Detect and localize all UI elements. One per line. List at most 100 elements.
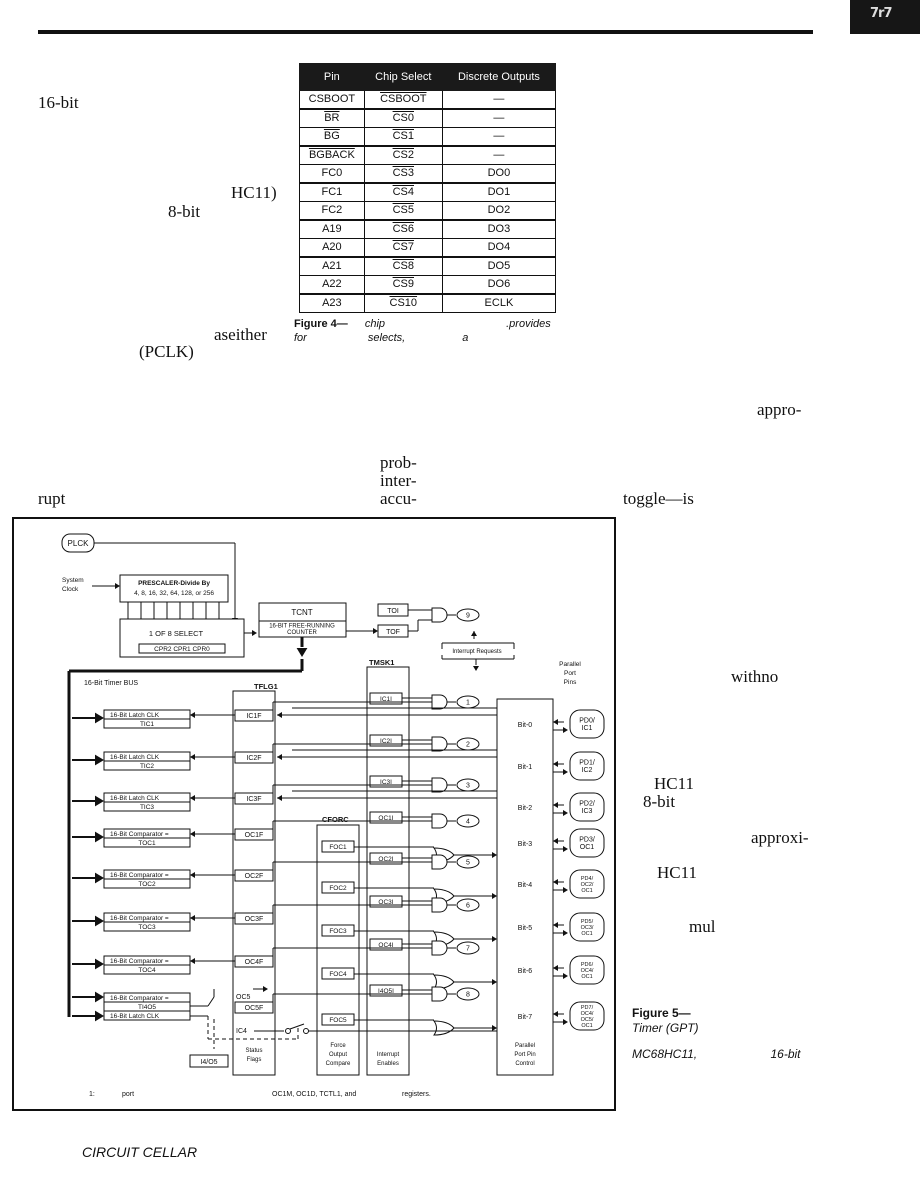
force-label: FOC1 xyxy=(329,844,347,851)
bit-label: Bit-6 xyxy=(518,968,533,975)
table-cell-cs: CS9 xyxy=(363,275,443,295)
table-cell-cs: CS0 xyxy=(363,108,443,128)
cforc-label: CFORC xyxy=(322,815,349,824)
caption-word: MC68HC11, xyxy=(632,1047,698,1061)
figure5-caption-line2: Timer (GPT) xyxy=(632,1021,699,1035)
or-out-arrow xyxy=(492,1025,497,1031)
pin-out-arrow xyxy=(563,887,568,893)
top-rule xyxy=(38,30,813,34)
pin-label: OC4/ xyxy=(581,1011,594,1017)
and-gate-4 xyxy=(431,813,448,829)
flag-OC5F xyxy=(234,1001,274,1014)
table-cell-out: DO6 xyxy=(441,275,557,295)
system-clock-label: Clock xyxy=(62,586,79,593)
table-cell-pin: BG xyxy=(299,127,365,147)
table-cell-pin: FC2 xyxy=(299,201,365,221)
gate-number-6-label: 6 xyxy=(466,903,470,910)
pin-label: PD6/ xyxy=(581,962,594,968)
cpr-label: CPR2 CPR1 CPR0 xyxy=(154,646,210,653)
block-bottom-label: TIC2 xyxy=(140,763,154,770)
mask-label: OC3I xyxy=(378,899,393,906)
bus-tap-arrow xyxy=(95,795,104,807)
flag-OC4F xyxy=(234,955,274,968)
interrupt-enables-label: Interrupt xyxy=(377,1052,400,1058)
pin-label: OC3/ xyxy=(581,925,594,931)
table-cell-cs: CS1 xyxy=(363,127,443,147)
bit-label: Bit-5 xyxy=(518,925,533,932)
switch-wire xyxy=(207,996,215,1007)
gate-number-4-label: 4 xyxy=(466,819,470,826)
table-cell-pin: A19 xyxy=(299,219,365,239)
block-bottom-5 xyxy=(103,878,191,889)
bus-tap-arrow xyxy=(95,915,104,927)
prescaler-label: 4, 8, 16, 32, 64, 128, or 256 xyxy=(134,590,214,597)
flag-arrow xyxy=(190,754,195,760)
timer-bus-label: 16-Bit Timer BUS xyxy=(84,680,138,687)
gate-number-9 xyxy=(456,608,480,622)
pin-out-arrow xyxy=(563,727,568,733)
gate-number-1-label: 1 xyxy=(466,700,470,707)
table-cell-out: — xyxy=(441,90,557,110)
table-cell-cs: CS7 xyxy=(363,238,443,258)
tmsk1-column xyxy=(366,666,410,1076)
port-pin-5 xyxy=(569,869,605,899)
table-cell-pin: CSBOOT xyxy=(299,90,365,110)
port-pin-1 xyxy=(569,709,605,739)
table-cell-cs: CS4 xyxy=(363,182,443,202)
text-fragment: HC11 xyxy=(657,863,697,882)
table-cell-pin: A21 xyxy=(299,256,365,276)
mask-label: IC1I xyxy=(380,696,392,703)
pins-label: Pins xyxy=(564,679,577,686)
force-output-label: Output xyxy=(329,1052,347,1058)
toi-label: TOI xyxy=(387,608,399,615)
footnote-number: 1: xyxy=(89,1091,95,1098)
block-top-label: 16-Bit Latch CLK xyxy=(110,712,160,719)
ic4-label: IC4 xyxy=(236,1028,247,1035)
table-cell-out: — xyxy=(441,108,557,128)
bit-label: Bit-7 xyxy=(518,1014,533,1021)
force-output-label: Compare xyxy=(326,1061,351,1067)
and-gate-3 xyxy=(431,777,448,793)
pin-arrow xyxy=(553,838,558,844)
pin-label: PD4/ xyxy=(581,876,594,882)
table-cell-out: ECLK xyxy=(441,293,557,313)
table-header-row: Pin Chip Select Discrete Outputs xyxy=(299,63,557,91)
text-fragment: toggle—is xyxy=(623,489,694,508)
parallel-control-label: Parallel xyxy=(515,1043,535,1049)
pin-label: OC4/ xyxy=(581,968,594,974)
table-cell-cs: CS8 xyxy=(363,256,443,276)
tmsk1-label: TMSK1 xyxy=(369,658,394,667)
select-arrow xyxy=(252,630,257,636)
column-header: Pin xyxy=(299,63,365,91)
or-gate-8 xyxy=(433,1020,455,1036)
footnote-text: OC1M, OC1D, TCTL1, and xyxy=(272,1091,356,1098)
pin-out-arrow xyxy=(563,930,568,936)
pin-label: OC1 xyxy=(581,931,592,937)
pins-label: Parallel xyxy=(559,661,581,668)
table-cell-cs: CS10 xyxy=(363,293,443,313)
text-fragment: 8-bit xyxy=(168,202,201,221)
force-output-label: Force xyxy=(330,1043,346,1049)
table-cell-cs: CS3 xyxy=(363,164,443,184)
bus-tap-arrow xyxy=(95,958,104,970)
select-label: 1 OF 8 SELECT xyxy=(149,629,204,638)
block-top-label: 16-Bit Latch CLK xyxy=(110,1013,160,1020)
bit-label: Bit-2 xyxy=(518,805,533,812)
text-fragment: rupt xyxy=(38,489,66,508)
block-top-label: 16-Bit Latch CLK xyxy=(110,795,160,802)
bus-tap-arrow xyxy=(95,1010,104,1022)
table-cell-pin: FC1 xyxy=(299,182,365,202)
corner-logo: 7r7 xyxy=(850,0,920,34)
pin-label: PD7/ xyxy=(581,1005,594,1011)
gate-number-7 xyxy=(456,941,480,955)
force-label: FOC2 xyxy=(329,885,347,892)
corner-logo-text: 7r7 xyxy=(870,6,892,21)
tflg1-column xyxy=(232,690,276,1076)
pin-label: OC1 xyxy=(581,1023,592,1029)
prescaler-label: PRESCALER-Divide By xyxy=(138,580,210,587)
text-fragment: approxi- xyxy=(751,828,809,847)
